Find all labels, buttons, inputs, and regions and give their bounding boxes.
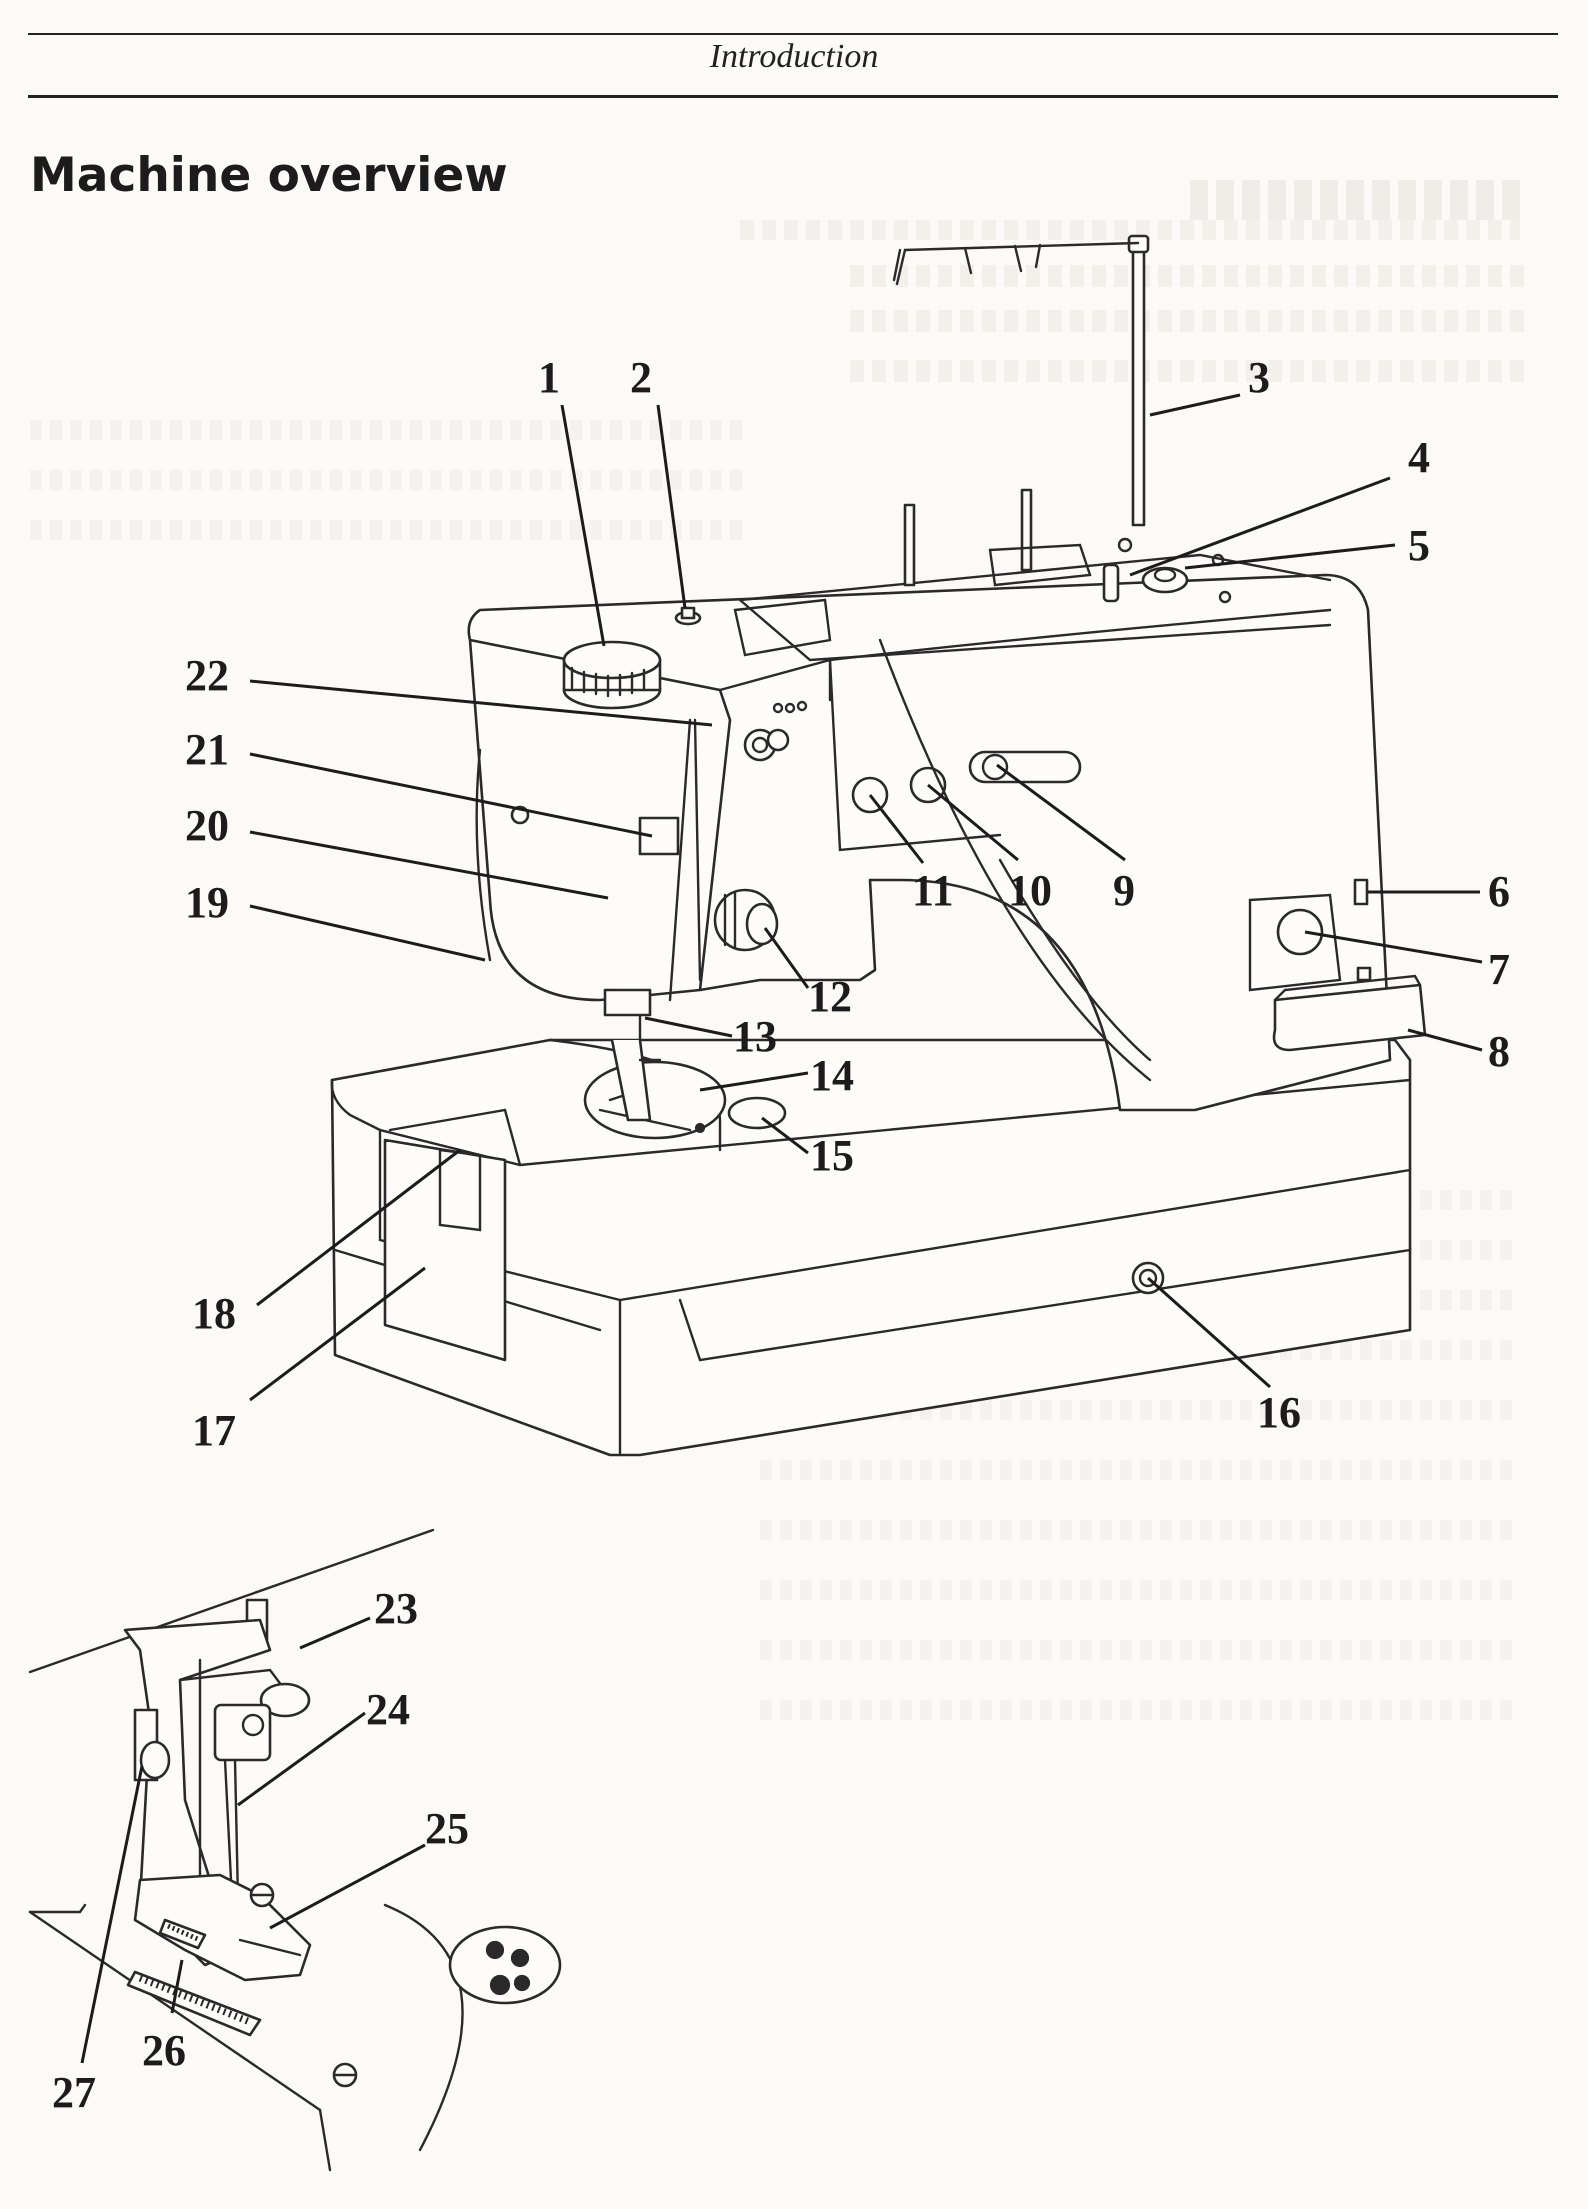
callout-9: 9 <box>1113 866 1135 915</box>
leader-lines <box>80 393 1483 2064</box>
callout-3: 3 <box>1248 353 1270 402</box>
callout-2: 2 <box>630 353 652 402</box>
callout-10: 10 <box>1008 866 1052 915</box>
callout-13: 13 <box>733 1012 777 1061</box>
machine-base <box>330 1038 1412 1457</box>
callout-27: 27 <box>52 2068 96 2117</box>
callout-8: 8 <box>1488 1027 1510 1076</box>
running-header: Introduction <box>709 38 879 75</box>
header-rule-top <box>28 33 1558 35</box>
callout-12: 12 <box>808 972 852 1021</box>
callout-4: 4 <box>1408 433 1430 482</box>
callout-23: 23 <box>374 1584 418 1633</box>
thread-stand <box>892 234 1150 527</box>
callout-20: 20 <box>185 801 229 850</box>
machine-body <box>467 488 1427 1122</box>
sewing-machine-illustration <box>28 234 1427 2172</box>
page-title: Machine overview <box>30 148 508 203</box>
callout-11: 11 <box>912 866 954 915</box>
callout-17: 17 <box>192 1406 236 1455</box>
header-rule-bottom <box>28 95 1558 98</box>
callout-5: 5 <box>1408 521 1430 570</box>
callout-labels: 1 2 3 4 5 6 7 8 9 10 11 12 13 14 15 16 1… <box>52 353 1510 2117</box>
callout-18: 18 <box>192 1289 236 1338</box>
callout-26: 26 <box>142 2026 186 2075</box>
callout-1: 1 <box>538 353 560 402</box>
callout-25: 25 <box>425 1804 469 1853</box>
presser-foot-detail <box>28 1528 562 2172</box>
callout-15: 15 <box>810 1131 854 1180</box>
callout-21: 21 <box>185 725 229 774</box>
callout-16: 16 <box>1257 1388 1301 1437</box>
callout-22: 22 <box>185 651 229 700</box>
callout-24: 24 <box>366 1685 410 1734</box>
callout-14: 14 <box>810 1051 854 1100</box>
callout-7: 7 <box>1488 945 1510 994</box>
callout-19: 19 <box>185 878 229 927</box>
callout-6: 6 <box>1488 867 1510 916</box>
